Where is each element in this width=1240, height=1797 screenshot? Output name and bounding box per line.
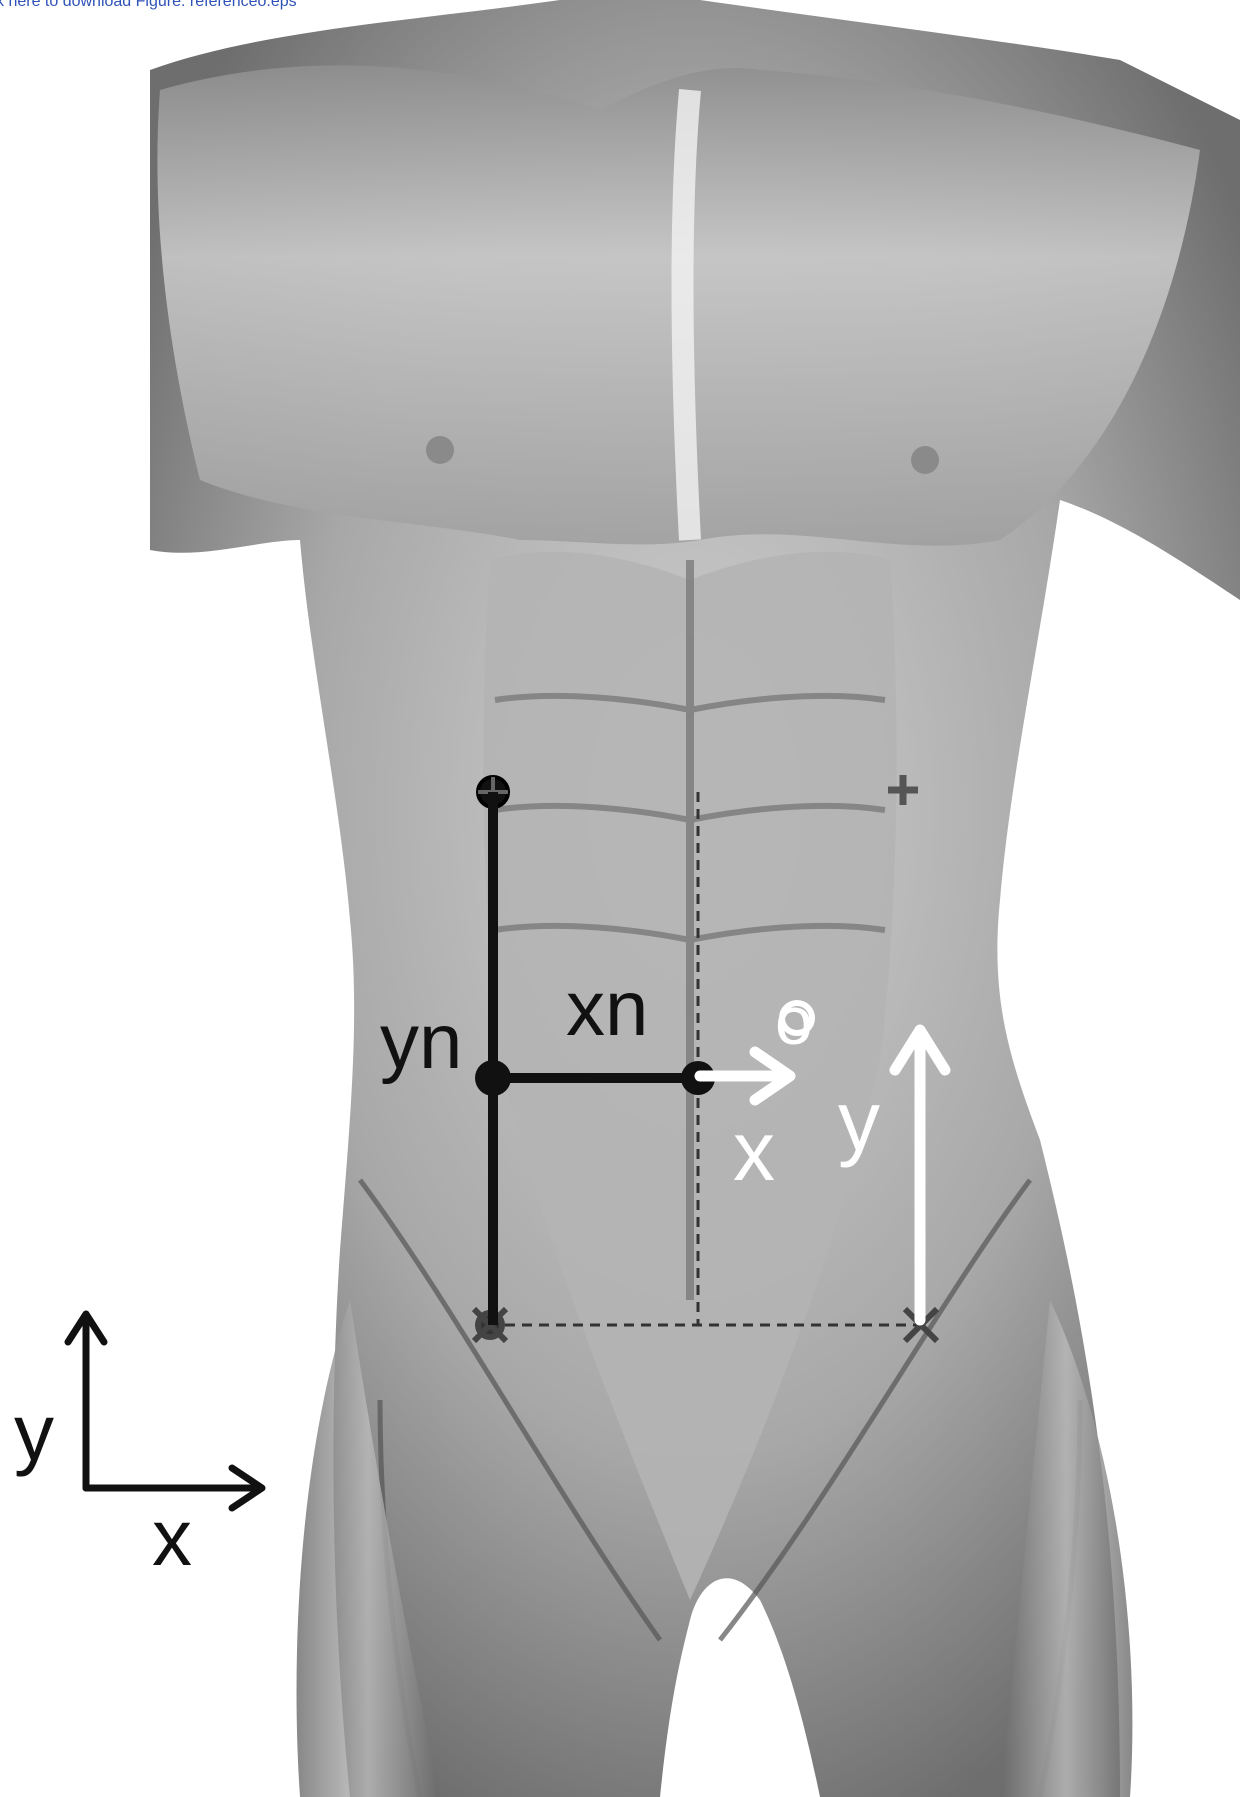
local-y-label: y — [838, 1074, 880, 1168]
yn-label: yn — [380, 997, 462, 1085]
global-axes — [68, 1314, 262, 1508]
global-x-label: x — [152, 1493, 192, 1582]
global-y-label: y — [14, 1388, 54, 1477]
xn-label: xn — [566, 964, 648, 1052]
local-x-label: x — [733, 1104, 775, 1198]
body-illustration — [150, 0, 1240, 1797]
origin-label: o — [775, 983, 813, 1059]
